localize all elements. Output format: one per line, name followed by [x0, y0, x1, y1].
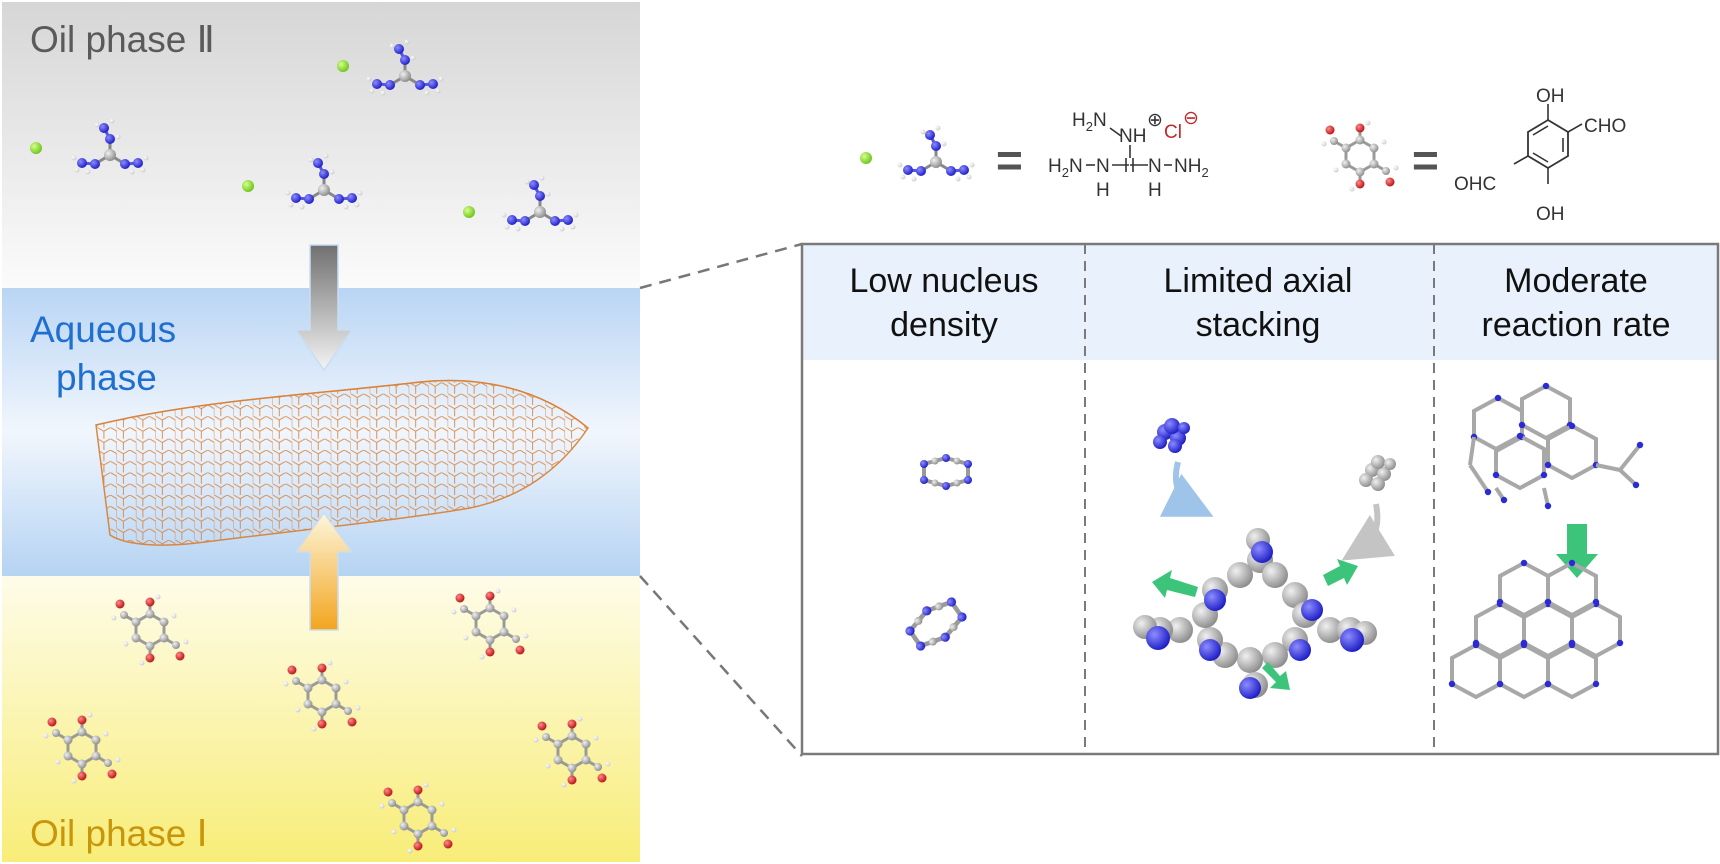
panel-title-limited-axial-line1: Limited axial [1164, 262, 1353, 300]
chem-text: N [1093, 110, 1107, 131]
ordered-network-icon [1446, 557, 1626, 699]
chloride-ion-icon [30, 142, 42, 154]
mechanism-panel: Low nucleus density Limited axial stacki… [800, 242, 1720, 756]
svg-text:H2N: H2N [1072, 110, 1107, 134]
legend: = H2N NH ⊕ Cl ⊖ H2N N H N H [860, 86, 1626, 225]
approach-arrow [1159, 461, 1214, 517]
cof-sheet-icon [95, 379, 589, 546]
nucleus-ring-icon [918, 452, 974, 492]
svg-text:NH2: NH2 [1174, 156, 1209, 180]
growth-arrow [1152, 570, 1198, 598]
diffusion-down-arrow [294, 244, 354, 372]
chem-text: H [1072, 110, 1086, 131]
chem-text: H [1096, 180, 1110, 201]
oil-phase-top-label: Oil phase Ⅱ [30, 19, 215, 60]
zoom-connector-bottom [639, 575, 803, 757]
panel-header-band [802, 244, 1718, 360]
oil-phase-top-region [2, 2, 640, 288]
chem-text: CHO [1584, 116, 1626, 137]
chem-text: H [1048, 156, 1062, 177]
dfp-structure: OH CHO OHC OH [1454, 86, 1626, 225]
dfp-molecule-icon [1320, 119, 1400, 193]
nucleus-ring-icon [900, 590, 973, 658]
chem-minus: ⊖ [1183, 108, 1199, 129]
chem-text: N [1096, 156, 1110, 177]
chem-text: N [1148, 156, 1162, 177]
chloride-ion-icon [337, 60, 349, 72]
chem-sub: 2 [1086, 119, 1093, 134]
cof-unit-spacefill-icon [1133, 528, 1377, 699]
chloride-ion-icon [860, 152, 872, 164]
approach-arrow [1341, 503, 1396, 561]
panel-title-low-nucleus-line1: Low nucleus [849, 262, 1038, 300]
monomer-cluster-icon [1153, 418, 1190, 453]
chem-text: H [1148, 180, 1162, 201]
panel-title-moderate-rate-line2: reaction rate [1482, 306, 1671, 344]
chem-text: NH [1119, 126, 1146, 147]
tag-equals-sign: = [996, 134, 1023, 186]
chem-plus: ⊕ [1147, 110, 1163, 131]
chem-text: OH [1536, 86, 1565, 107]
chem-sub: 2 [1201, 165, 1208, 180]
aqueous-label-line1: Aqueous [30, 309, 176, 350]
chem-sub: 2 [1062, 165, 1069, 180]
monomer-cluster-icon [1359, 455, 1396, 491]
panel-frame [800, 242, 1720, 756]
svg-text:H2N: H2N [1048, 156, 1083, 180]
zoom-connector-top [639, 242, 803, 290]
panel-title-moderate-rate-line1: Moderate [1504, 262, 1648, 300]
diffusion-up-arrow [294, 511, 354, 631]
chem-cl: Cl [1164, 122, 1182, 143]
oil-phase-bottom-label: Oil phase Ⅰ [30, 813, 208, 854]
left-phase-panel: Oil phase Ⅱ Aqueous phase Oil phase Ⅰ [2, 2, 640, 862]
panel-title-limited-axial-line2: stacking [1196, 306, 1321, 344]
panel-title-low-nucleus-line2: density [890, 306, 998, 344]
tag-molecule-icon [896, 124, 976, 183]
chem-text: OH [1536, 204, 1565, 225]
chem-text: NH [1174, 156, 1201, 177]
chloride-ion-icon [242, 180, 254, 192]
tag-structure: H2N NH ⊕ Cl ⊖ H2N N H N H NH2 [1048, 108, 1209, 201]
growth-arrow [1262, 662, 1290, 690]
chem-text: OHC [1454, 174, 1496, 195]
irregular-network-icon [1468, 380, 1644, 510]
chem-text: N [1069, 156, 1083, 177]
aqueous-label-line2: phase [56, 357, 157, 398]
growth-arrow [1323, 559, 1358, 586]
chloride-ion-icon [463, 206, 475, 218]
dfp-equals-sign: = [1412, 134, 1439, 186]
